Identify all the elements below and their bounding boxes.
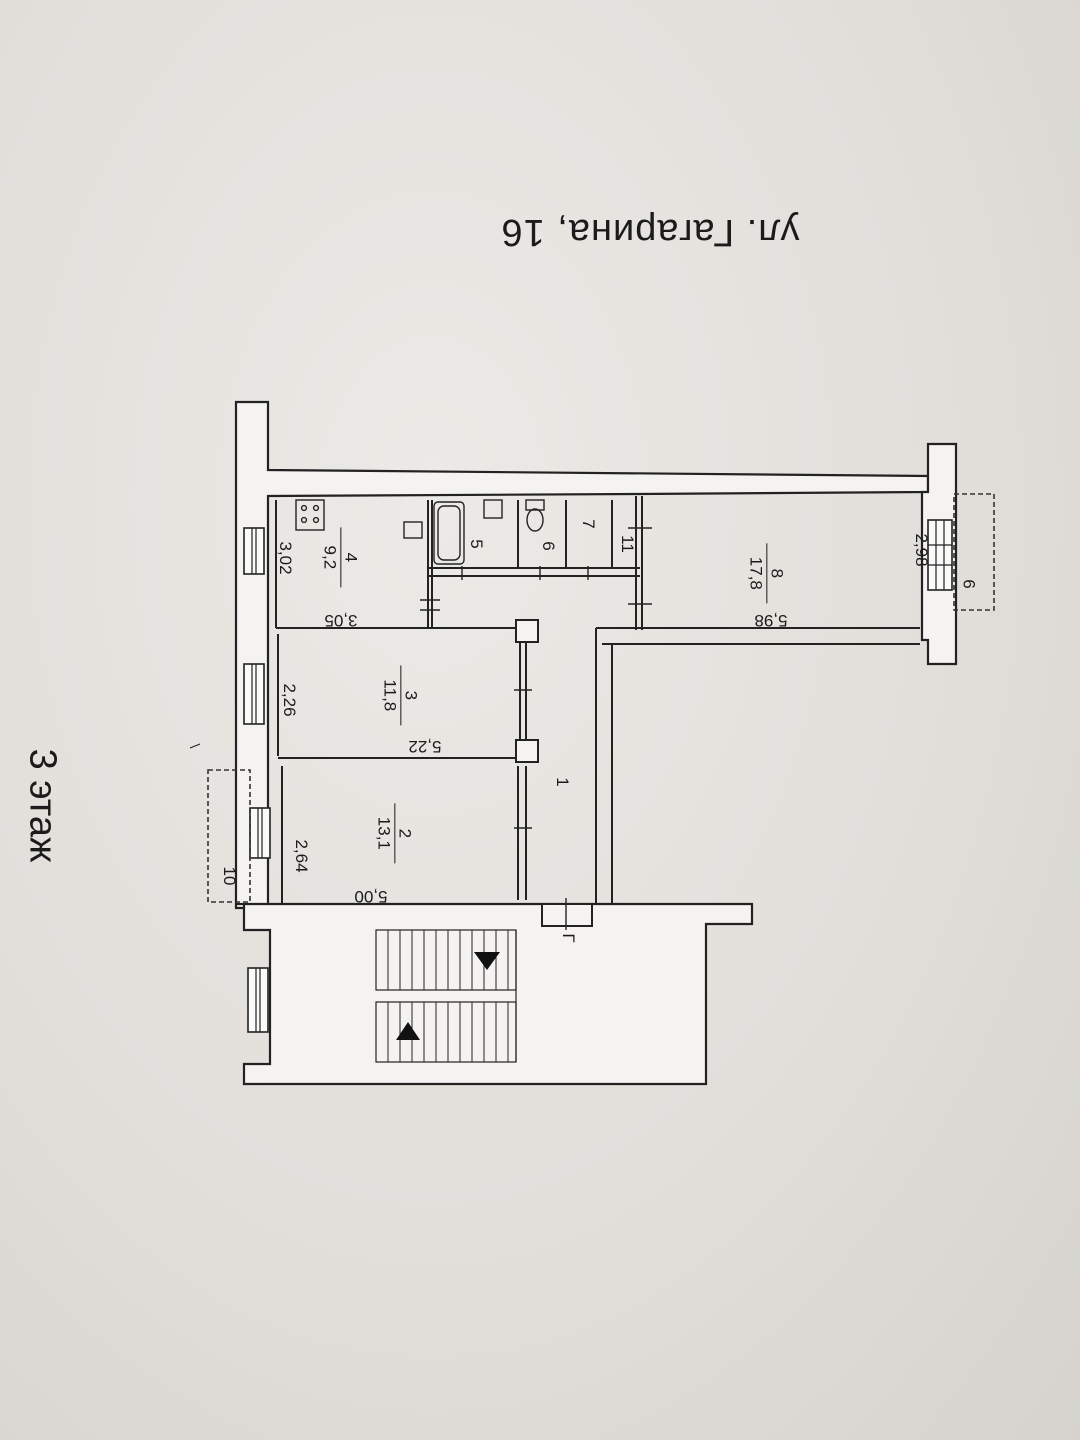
room-4-width: 3,02 — [276, 541, 295, 575]
room-6-number: 6 — [539, 541, 558, 551]
room-2-width: 2,64 — [292, 839, 311, 873]
door-opening — [541, 903, 593, 927]
room-4-length: 3,05 — [324, 611, 358, 630]
window — [243, 663, 265, 725]
window — [249, 807, 271, 859]
bathtub — [433, 501, 465, 565]
balcony — [953, 493, 995, 611]
room-2-length: 5,00 — [354, 887, 388, 906]
balcony — [207, 769, 251, 903]
toilet — [526, 508, 544, 532]
column — [515, 739, 539, 763]
room-9-number: 9 — [960, 579, 979, 589]
room-3-length: 5,22 — [408, 737, 442, 756]
exterior-wall — [234, 400, 930, 910]
stair-arrow — [396, 1022, 420, 1040]
room-10-number: 10 — [220, 866, 239, 886]
room-7-number: 7 — [579, 519, 598, 529]
column — [515, 619, 539, 643]
room-8-width: 2,98 — [912, 533, 931, 567]
room-11-number: 11 — [618, 535, 637, 553]
entrance-mark: Г — [559, 933, 578, 943]
washbasin — [483, 499, 503, 519]
bathtub-inner — [437, 505, 461, 561]
room-5-number: 5 — [467, 539, 486, 549]
stairwell-walls — [236, 902, 754, 1086]
street-label: ул. Гагарина, 16 — [500, 211, 800, 253]
toilet-tank — [525, 499, 545, 511]
room-1-number: 1 — [553, 777, 572, 787]
stove — [295, 499, 325, 531]
stair-arrow — [474, 952, 500, 970]
room-3-width: 2,26 — [280, 683, 299, 717]
window — [243, 527, 265, 575]
kitchen-sink — [403, 521, 423, 539]
window — [247, 967, 269, 1033]
window — [927, 519, 953, 591]
floor-label: 3 этаж — [21, 748, 64, 863]
room-8-length: 5,98 — [754, 611, 788, 630]
